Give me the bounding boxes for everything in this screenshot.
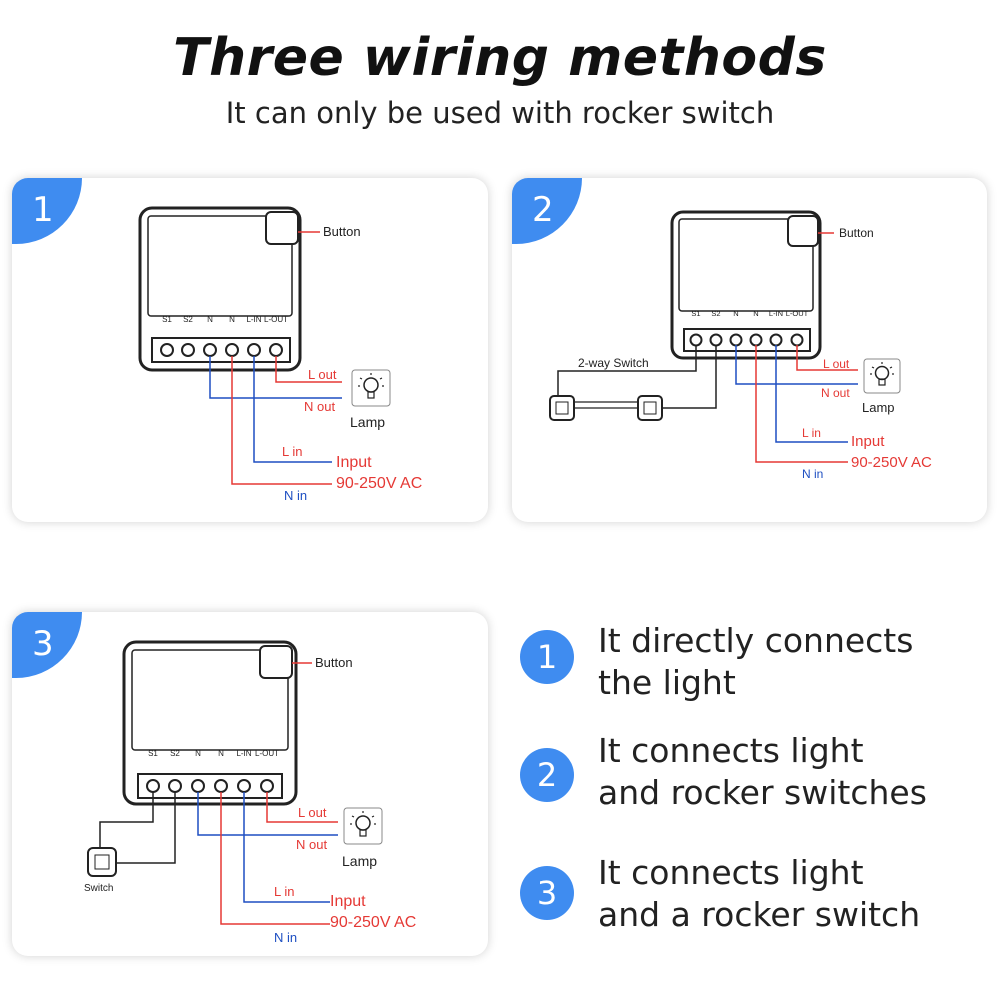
terminal-label-n2: N (218, 749, 224, 758)
page-subtitle: It can only be used with rocker switch (225, 96, 775, 130)
button-label: Button (315, 655, 353, 670)
voltage-label: 90-250V AC (851, 454, 932, 471)
two-way-switch-icon-a (549, 395, 575, 421)
two-way-switch-label: 2-way Switch (578, 356, 649, 370)
l-in-label: L in (274, 884, 294, 899)
lamp-label: Lamp (342, 853, 377, 869)
wire-l-in (775, 345, 848, 443)
switch-label: Switch (84, 883, 113, 894)
module-body (122, 640, 298, 806)
legend-badge-3: 3 (520, 866, 574, 920)
module-panel (147, 215, 293, 317)
l-out-label: L out (298, 805, 327, 820)
l-out-label: L out (308, 367, 337, 382)
l-in-label: L in (282, 444, 302, 459)
lamp-label: Lamp (862, 400, 895, 415)
terminal-screws (146, 779, 274, 793)
lamp-icon (863, 358, 901, 394)
diagram-number-badge-3: 3 (12, 612, 82, 678)
n-out-label: N out (296, 837, 327, 852)
wire-s2 (116, 792, 176, 864)
input-label: Input (336, 454, 372, 471)
voltage-label: 90-250V AC (330, 914, 416, 931)
terminal-label-lin: L-IN (236, 749, 251, 758)
wire-n-in (220, 792, 330, 925)
terminal-label-s2: S2 (711, 309, 720, 318)
module-body (670, 210, 822, 360)
terminal-label-lin: L-IN (246, 315, 261, 324)
terminal-labels: S1 S2 N N L-IN L-OUT (162, 315, 288, 324)
lamp-label: Lamp (350, 414, 385, 430)
terminal-block (151, 337, 291, 363)
wire-n-in (231, 356, 332, 485)
wiring-diagram-3: Button S1 S2 N N L-IN L-OUT Switch L out… (84, 640, 416, 945)
terminal-label-lout: L-OUT (264, 315, 288, 324)
terminal-label-n2: N (229, 315, 235, 324)
wire-l-in (243, 792, 330, 903)
n-in-label: N in (284, 488, 307, 503)
wire-s1 (557, 345, 697, 400)
wiring-diagram-1: Button S1 S2 N N L-IN L-OUT L out N out (138, 206, 422, 503)
legend-badge-1: 1 (520, 630, 574, 684)
terminal-label-s1: S1 (148, 749, 158, 758)
n-in-label: N in (274, 930, 297, 945)
terminal-label-lin: L-IN (769, 309, 783, 318)
button-label: Button (323, 224, 361, 239)
wiring-diagram-2: Button S1 S2 N N L-IN L-OUT 2-way Switch (549, 210, 932, 481)
diagram-card-3: Button S1 S2 N N L-IN L-OUT Switch L out… (12, 612, 488, 956)
terminal-label-lout: L-OUT (786, 309, 809, 318)
terminal-label-s1: S1 (691, 309, 700, 318)
button-label: Button (839, 226, 874, 240)
wire-n-out (735, 345, 858, 385)
n-out-label: N out (821, 386, 850, 400)
input-label: Input (330, 893, 366, 910)
diagram-card-2: Button S1 S2 N N L-IN L-OUT 2-way Switch (512, 178, 987, 522)
diagram-card-1: Button S1 S2 N N L-IN L-OUT L out N out (12, 178, 488, 522)
wire-n-out (197, 792, 338, 836)
module-button-icon (787, 215, 819, 247)
wire-l-out (275, 356, 342, 383)
legend-text-1: It directly connects the light (598, 621, 914, 702)
voltage-label: 90-250V AC (336, 475, 422, 492)
two-way-switch-icon-b (637, 395, 663, 421)
module-panel (131, 649, 289, 751)
terminal-label-n1: N (733, 309, 738, 318)
l-out-label: L out (823, 357, 850, 371)
input-label: Input (851, 433, 885, 450)
n-in-label: N in (802, 467, 823, 481)
terminal-label-n1: N (195, 749, 201, 758)
terminal-screws (689, 333, 804, 347)
rocker-switch-icon (87, 847, 117, 877)
terminal-block (137, 773, 283, 799)
terminal-label-lout: L-OUT (255, 749, 279, 758)
terminal-label-s1: S1 (162, 315, 172, 324)
legend-badge-2: 2 (520, 748, 574, 802)
wire-l-out (266, 792, 338, 823)
module-button-icon (265, 211, 299, 245)
page-title: Three wiring methods (173, 28, 827, 88)
legend-text-3: It connects light and a rocker switch (598, 853, 921, 934)
module-panel (678, 218, 814, 312)
wire-s2 (662, 345, 717, 409)
wire-n-in (755, 345, 848, 463)
terminal-labels: S1 S2 N N L-IN L-OUT (691, 309, 808, 318)
lamp-icon (343, 807, 383, 845)
module-body (138, 206, 302, 372)
terminal-label-s2: S2 (183, 315, 193, 324)
wire-s1 (99, 792, 154, 848)
wire-n-out (209, 356, 342, 399)
terminal-label-n1: N (207, 315, 213, 324)
diagram-number-badge-1: 1 (12, 178, 82, 244)
terminal-screws (160, 343, 283, 357)
lamp-icon (351, 369, 391, 407)
terminal-labels: S1 S2 N N L-IN L-OUT (148, 749, 279, 758)
module-button-icon (259, 645, 293, 679)
terminal-label-n2: N (753, 309, 758, 318)
terminal-label-s2: S2 (170, 749, 180, 758)
n-out-label: N out (304, 399, 335, 414)
wire-l-out (796, 345, 858, 371)
wire-l-in (253, 356, 332, 463)
legend-text-2: It connects light and rocker switches (598, 731, 927, 812)
l-in-label: L in (802, 426, 821, 440)
